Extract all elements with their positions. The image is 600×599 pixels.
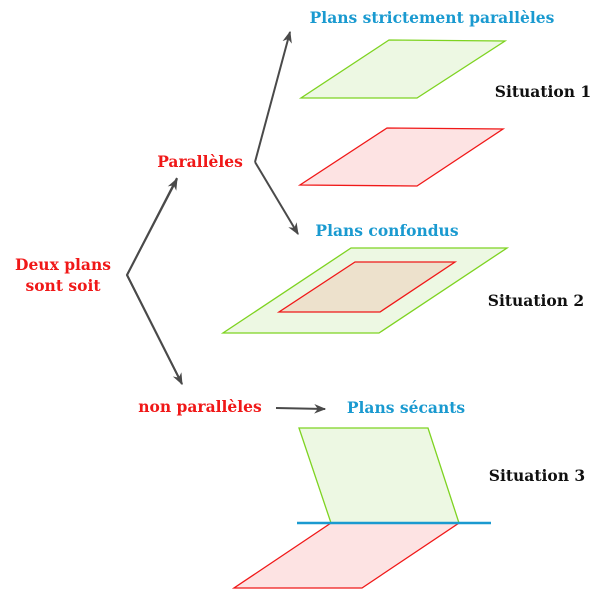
plane-green-situation-3 <box>298 427 460 524</box>
plane-red-situation-2 <box>276 261 458 313</box>
arrow-to-non-parallel <box>126 274 183 386</box>
root-branch-lines <box>125 177 183 385</box>
secant-label: Plans sécants <box>347 398 465 417</box>
plane-green-situation-1 <box>298 39 508 99</box>
arrow-to-strict <box>254 30 292 163</box>
non-parallel-label: non parallèles <box>138 397 262 416</box>
coincident-label: Plans confondus <box>315 221 458 240</box>
parallel-label: Parallèles <box>157 152 243 171</box>
situation-1-label: Situation 1 <box>495 82 591 101</box>
plane-red-situation-1 <box>297 127 506 187</box>
strict-parallel-label: Plans strictement parallèles <box>310 8 555 27</box>
arrows <box>125 30 327 414</box>
arrow-to-coincident <box>254 161 299 236</box>
root-label-line1: Deux plans <box>15 255 111 274</box>
situation-3-label: Situation 3 <box>489 466 585 485</box>
arrow-to-secant <box>275 403 327 414</box>
arrow-to-parallel <box>126 177 178 276</box>
plane-red-situation-3 <box>231 522 462 589</box>
situation-2-label: Situation 2 <box>488 291 584 310</box>
root-label-line2: sont soit <box>25 276 101 295</box>
